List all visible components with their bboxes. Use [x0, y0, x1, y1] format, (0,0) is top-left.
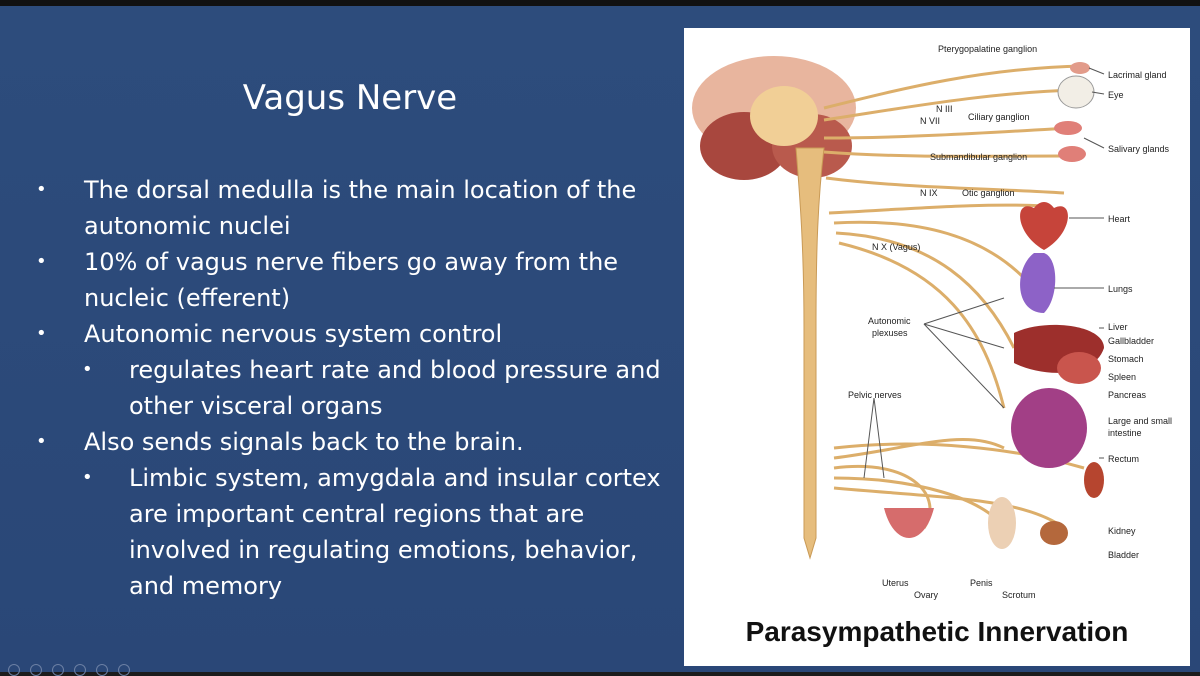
bladder-organ: [1040, 521, 1068, 545]
bullet-dot: •: [36, 251, 47, 272]
bullet-item: • Also sends signals back to the brain.: [30, 424, 670, 460]
label-stomach: Stomach: [1108, 354, 1144, 364]
bullet-dot: •: [36, 179, 47, 200]
toolbar-zoom-icon[interactable]: [96, 664, 108, 676]
anatomy-figure: Pterygopalatine ganglion Lacrimal gland …: [684, 28, 1190, 666]
label-liver: Liver: [1108, 322, 1128, 332]
label-salivary: Salivary glands: [1108, 144, 1170, 154]
label-pterygopalatine: Pterygopalatine ganglion: [938, 44, 1037, 54]
toolbar-pen-icon[interactable]: [52, 664, 64, 676]
label-heart: Heart: [1108, 214, 1131, 224]
bullet-item: • 10% of vagus nerve fibers go away from…: [30, 244, 670, 316]
lungs-organ: [1020, 253, 1056, 313]
intestine-organ: [1011, 388, 1087, 468]
slide: Vagus Nerve • The dorsal medulla is the …: [0, 6, 1200, 672]
window-top-bar: [0, 0, 1200, 6]
sub-bullet-item: • Limbic system, amygdala and insular co…: [30, 460, 670, 604]
label-n7: N VII: [920, 116, 940, 126]
salivary-organ: [1054, 121, 1082, 135]
heart-organ: [1020, 202, 1068, 250]
spinal-cord: [795, 147, 825, 560]
label-plexuses: plexuses: [872, 328, 908, 338]
label-penis: Penis: [970, 578, 993, 588]
toolbar-more-icon[interactable]: [118, 664, 130, 676]
toolbar-forward-icon[interactable]: [30, 664, 42, 676]
label-otic: Otic ganglion: [962, 188, 1015, 198]
label-nx: N X (Vagus): [872, 242, 920, 252]
bullet-text: The dorsal medulla is the main location …: [84, 176, 637, 240]
label-kidney: Kidney: [1108, 526, 1136, 536]
bullet-dot: •: [82, 467, 93, 488]
bullet-list: • The dorsal medulla is the main locatio…: [30, 172, 670, 604]
label-n9: N IX: [920, 188, 938, 198]
lacrimal-organ: [1070, 62, 1090, 74]
sub-bullet-item: • regulates heart rate and blood pressur…: [30, 352, 670, 424]
penis-organ: [988, 497, 1016, 549]
bullet-dot: •: [82, 359, 93, 380]
label-autonomic: Autonomic: [868, 316, 911, 326]
label-intestine-2: intestine: [1108, 428, 1142, 438]
label-scrotum: Scrotum: [1002, 590, 1036, 600]
bullet-text: Limbic system, amygdala and insular cort…: [129, 464, 661, 600]
brain-illustration: [692, 56, 856, 180]
eye-organ: [1057, 75, 1095, 109]
bullet-dot: •: [36, 323, 47, 344]
slide-title: Vagus Nerve: [242, 78, 458, 118]
label-ovary: Ovary: [914, 590, 939, 600]
label-submandibular: Submandibular ganglion: [930, 152, 1027, 162]
toolbar-back-icon[interactable]: [8, 664, 20, 676]
toolbar-slides-icon[interactable]: [74, 664, 86, 676]
label-spleen: Spleen: [1108, 372, 1136, 382]
bullet-dot: •: [36, 431, 47, 452]
bullet-text: 10% of vagus nerve fibers go away from t…: [84, 248, 619, 312]
label-uterus: Uterus: [882, 578, 909, 588]
bullet-text: Also sends signals back to the brain.: [84, 428, 524, 456]
label-gallbladder: Gallbladder: [1108, 336, 1154, 346]
label-lacrimal: Lacrimal gland: [1108, 70, 1167, 80]
label-n3: N III: [936, 104, 953, 114]
label-lungs: Lungs: [1108, 284, 1133, 294]
label-intestine: Large and small: [1108, 416, 1172, 426]
figure-title: Parasympathetic Innervation: [745, 616, 1129, 647]
bullet-item: • The dorsal medulla is the main locatio…: [30, 172, 670, 244]
label-rectum: Rectum: [1108, 454, 1139, 464]
label-pelvic: Pelvic nerves: [848, 390, 902, 400]
parasympathetic-diagram: Pterygopalatine ganglion Lacrimal gland …: [692, 44, 1172, 600]
salivary-organ-2: [1058, 146, 1086, 162]
label-pancreas: Pancreas: [1108, 390, 1147, 400]
bullet-item: • Autonomic nervous system control: [30, 316, 670, 352]
label-bladder: Bladder: [1108, 550, 1139, 560]
bullet-text: Autonomic nervous system control: [84, 320, 503, 348]
bullet-text: regulates heart rate and blood pressure …: [129, 356, 661, 420]
leader-lines: [863, 67, 1105, 479]
label-eye: Eye: [1108, 90, 1124, 100]
stomach-organ: [1057, 352, 1101, 384]
kidney-organ: [1084, 462, 1104, 498]
uterus-organ: [884, 508, 934, 538]
label-ciliary: Ciliary ganglion: [968, 112, 1030, 122]
